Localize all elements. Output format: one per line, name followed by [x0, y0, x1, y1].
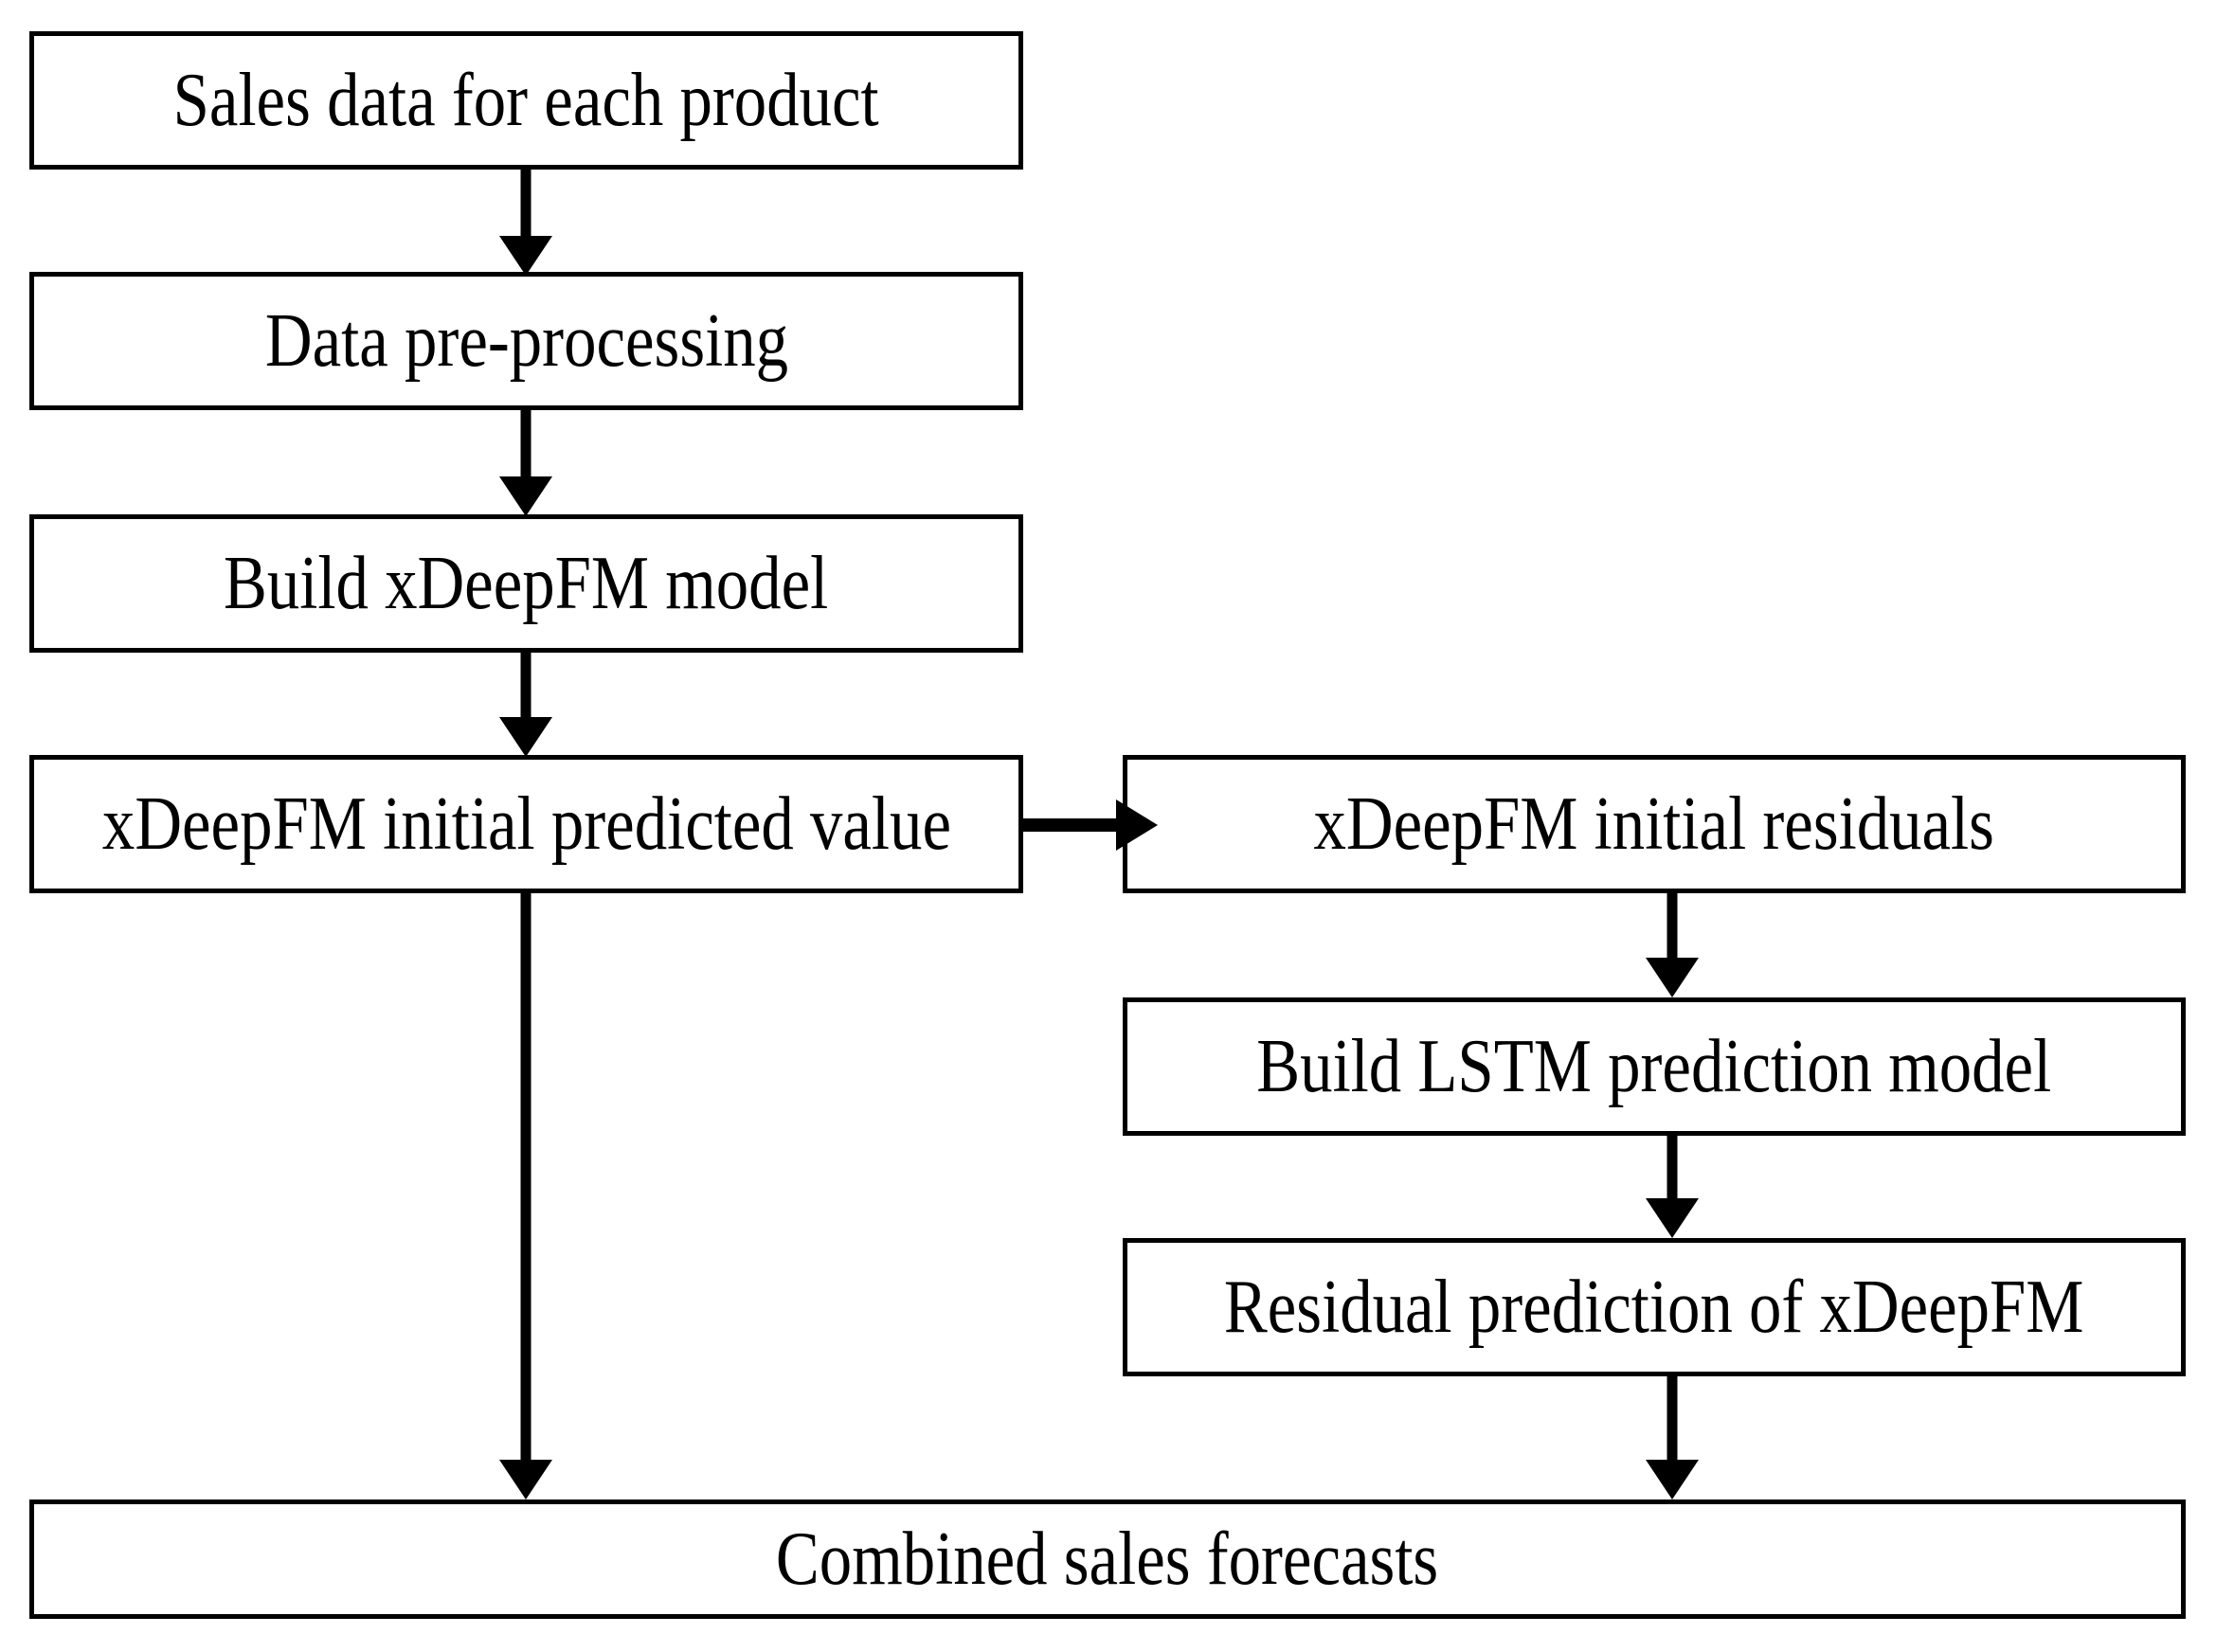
node-build-xdeepfm-model-label: Build xDeepFM model: [224, 542, 829, 625]
node-build-lstm-prediction-model[interactable]: Build LSTM prediction model: [1123, 997, 2186, 1136]
node-xdeepfm-initial-predicted-value-label: xDeepFM initial predicted value: [101, 782, 951, 866]
node-data-pre-processing[interactable]: Data pre-processing: [29, 272, 1023, 410]
edge-sales-data-to-data-pre-processing: [478, 166, 573, 278]
edge-build-xdeepfm-model-to-xdeepfm-initial-predicted-value: [478, 651, 573, 760]
node-xdeepfm-initial-predicted-value[interactable]: xDeepFM initial predicted value: [29, 755, 1023, 893]
node-residual-prediction-of-xdeepfm[interactable]: Residual prediction of xDeepFM: [1123, 1238, 2186, 1376]
node-build-xdeepfm-model[interactable]: Build xDeepFM model: [29, 514, 1023, 653]
node-combined-sales-forecasts-label: Combined sales forecasts: [776, 1517, 1439, 1601]
edge-xdeepfm-initial-predicted-value-to-combined-sales-forecasts: [478, 891, 573, 1502]
edge-xdeepfm-initial-predicted-value-to-xdeepfm-initial-residuals: [1018, 796, 1160, 854]
node-combined-sales-forecasts[interactable]: Combined sales forecasts: [29, 1499, 2186, 1619]
edge-build-lstm-prediction-model-to-residual-prediction-of-xdeepfm: [1625, 1131, 1720, 1241]
node-sales-data[interactable]: Sales data for each product: [29, 31, 1023, 170]
node-build-lstm-prediction-model-label: Build LSTM prediction model: [1256, 1025, 2052, 1108]
node-residual-prediction-of-xdeepfm-label: Residual prediction of xDeepFM: [1224, 1266, 2084, 1349]
node-xdeepfm-initial-residuals[interactable]: xDeepFM initial residuals: [1123, 755, 2186, 893]
edge-data-pre-processing-to-build-xdeepfm-model: [478, 408, 573, 519]
node-sales-data-label: Sales data for each product: [172, 59, 879, 142]
edge-residual-prediction-of-xdeepfm-to-combined-sales-forecasts: [1625, 1374, 1720, 1502]
node-data-pre-processing-label: Data pre-processing: [264, 299, 788, 383]
edge-xdeepfm-initial-residuals-to-build-lstm-prediction-model: [1625, 891, 1720, 1000]
node-xdeepfm-initial-residuals-label: xDeepFM initial residuals: [1313, 782, 1995, 866]
